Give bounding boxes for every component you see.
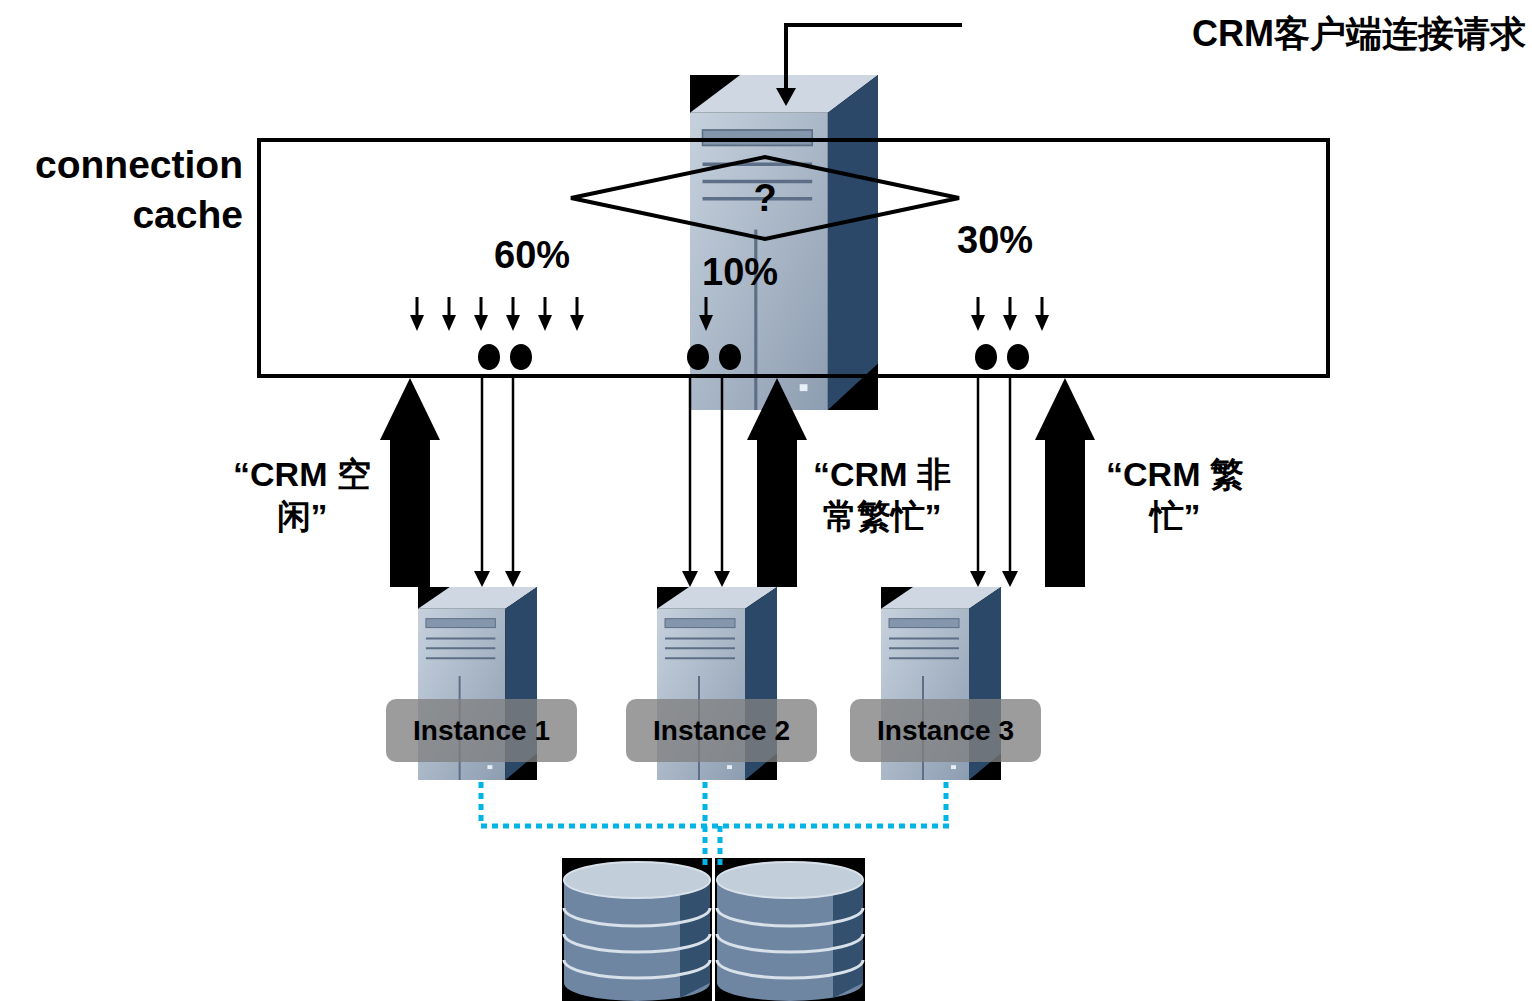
connection-line	[714, 378, 730, 587]
connection-line	[970, 378, 986, 587]
cache-title: connection cache	[11, 140, 243, 240]
instance-node: Instance 1	[386, 587, 577, 780]
connection-line	[682, 378, 698, 587]
request-arrows	[410, 297, 1049, 331]
instance-node: Instance 2	[626, 587, 817, 780]
instance-node: Instance 3	[850, 587, 1041, 780]
percent-label: 30%	[957, 219, 1033, 261]
load-report-arrow	[380, 378, 440, 587]
request-label: CRM客户端连接请求	[1192, 13, 1526, 54]
edge-label: “CRM 繁忙”	[1106, 455, 1244, 535]
instance-name: Instance 3	[877, 715, 1014, 747]
instance-badge: Instance 3	[850, 699, 1041, 762]
decision-diamond: ?	[571, 157, 959, 239]
load-report-arrow	[747, 378, 807, 587]
instance-badge: Instance 1	[386, 699, 577, 762]
connection-dots	[478, 344, 1029, 370]
connection-line	[505, 378, 521, 587]
instance-name: Instance 1	[413, 715, 550, 747]
percent-label: 10%	[702, 251, 778, 293]
edge-label: “CRM 空闲”	[233, 455, 371, 535]
database-disk	[715, 858, 865, 1001]
connection-cache-box: connection cache?	[257, 138, 1330, 378]
connection-line	[474, 378, 490, 587]
request-arrow	[776, 25, 962, 106]
instance-badge: Instance 2	[626, 699, 817, 762]
cache-server	[690, 75, 878, 410]
database-disk	[562, 858, 712, 1001]
edge-label: “CRM 非常繁忙”	[813, 455, 951, 535]
interconnect	[481, 782, 950, 870]
instance-name: Instance 2	[653, 715, 790, 747]
load-report-arrow	[1035, 378, 1095, 587]
percent-label: 60%	[494, 234, 570, 276]
connection-line	[1002, 378, 1018, 587]
decision-text: ?	[571, 176, 959, 220]
